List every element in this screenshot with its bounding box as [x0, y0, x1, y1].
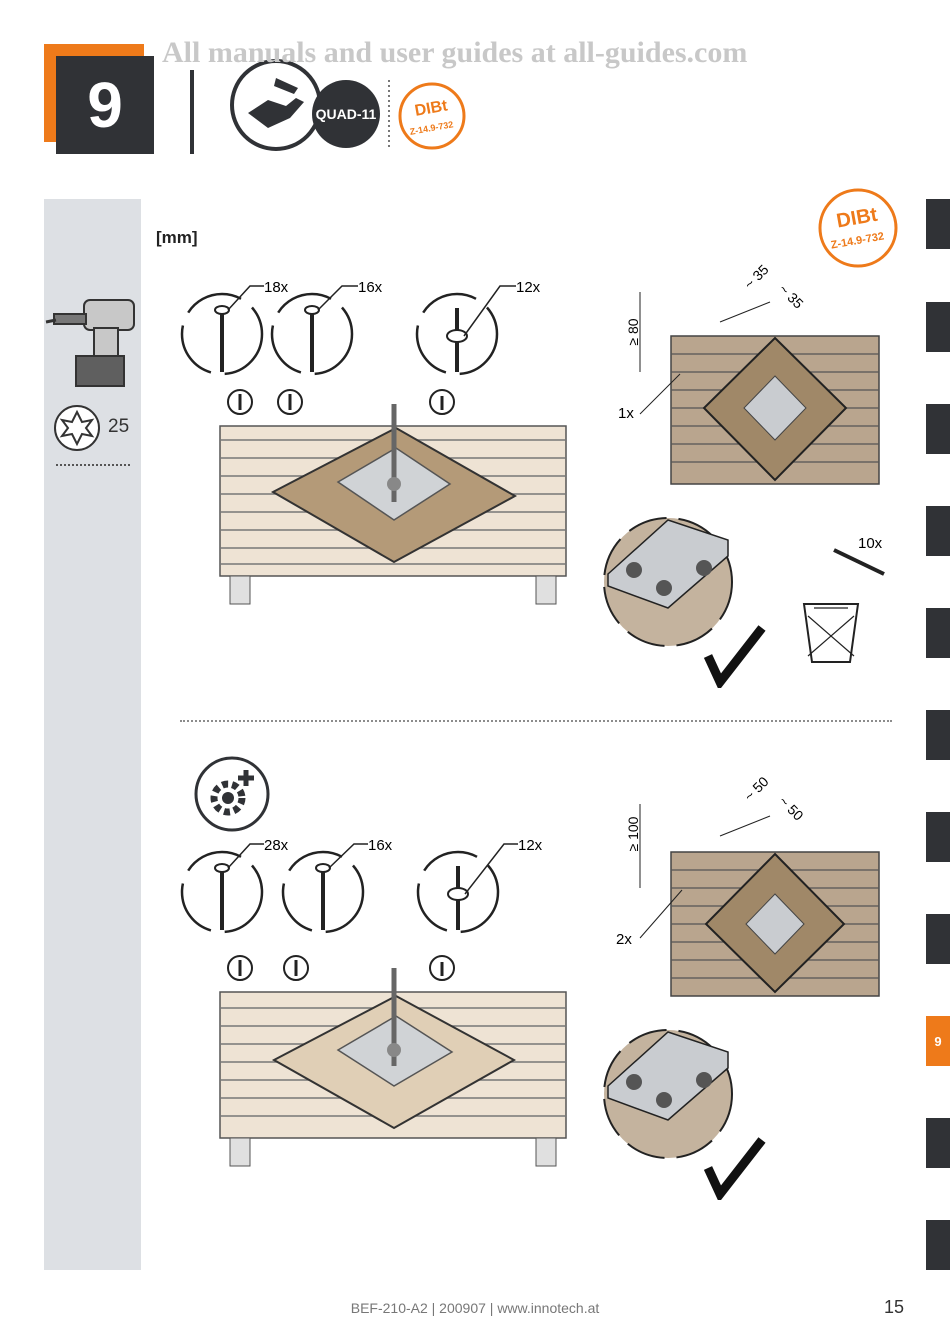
- plan-diag-b: ~ 35: [776, 281, 807, 312]
- step-number: 9: [56, 56, 154, 154]
- discard-screw-icon: [833, 548, 885, 576]
- checkmark-icon: [703, 625, 766, 688]
- side-tab[interactable]: [926, 302, 950, 352]
- header-icons: QUAD-11 DIBt Z-14.9-732: [230, 59, 466, 151]
- side-tab[interactable]: [926, 506, 950, 556]
- screw-count: 16x: [368, 837, 393, 854]
- header-divider: [190, 70, 194, 154]
- side-tab[interactable]: [926, 914, 950, 964]
- torx-size: 25: [108, 416, 130, 437]
- screw-circle-1: 18x: [180, 279, 289, 376]
- side-tab[interactable]: [926, 199, 950, 249]
- screw-circle-2: 16x: [281, 837, 393, 934]
- watermark: All manuals and user guides at all-guide…: [162, 36, 748, 69]
- screw-count: 18x: [264, 279, 289, 296]
- plan-diag-a: ~ 35: [741, 262, 772, 292]
- side-tab[interactable]: [926, 1220, 950, 1270]
- checkmark-icon: [703, 1137, 766, 1200]
- plan-diag-a: ~ 50: [741, 776, 772, 804]
- dibt-badge-large: DIBt Z-14.9-732: [818, 188, 898, 268]
- wastebasket-icon: [802, 603, 860, 663]
- quad-badge: QUAD-11: [312, 80, 380, 148]
- plan-spacing: ≥ 80: [625, 318, 641, 345]
- torx-bit-icon: [54, 405, 100, 451]
- units-label: [mm]: [156, 228, 198, 247]
- quad-badge-text: QUAD-11: [316, 106, 377, 122]
- plan-count: 1x: [618, 405, 634, 422]
- section1-assembly: 18x 16x 12x: [180, 279, 567, 605]
- svg-text:DIBt: DIBt: [414, 97, 450, 120]
- page-number: 15: [884, 1297, 905, 1317]
- plan-spacing: ≥ 100: [625, 816, 641, 851]
- section2-detail: [603, 1029, 766, 1200]
- screw-count: 28x: [264, 837, 289, 854]
- side-tab[interactable]: [926, 710, 950, 760]
- section-separator: [180, 720, 892, 722]
- cordless-drill-icon: [45, 299, 135, 387]
- side-tab[interactable]: [926, 1118, 950, 1168]
- footer-doc-info: BEF-210-A2 | 200907 | www.innotech.at: [350, 1300, 600, 1316]
- section1-detail: 10x: [603, 517, 885, 688]
- side-tab[interactable]: [926, 812, 950, 862]
- section2-assembly: 28x 16x 12x: [180, 837, 567, 1167]
- dibt-badge-small: DIBt Z-14.9-732: [398, 82, 466, 150]
- screw-circle-3: 12x: [415, 279, 541, 376]
- side-tab[interactable]: [926, 608, 950, 658]
- screw-count: 16x: [358, 279, 383, 296]
- screw-count: 12x: [516, 279, 541, 296]
- screw-circle-1: 28x: [180, 837, 289, 934]
- screw-count: 12x: [518, 837, 543, 854]
- screw-circle-2: 16x: [270, 279, 383, 376]
- section1-plan-view: ≥ 80 ~ 35 ~ 35 1x: [618, 262, 880, 485]
- plan-count: 2x: [616, 931, 632, 948]
- side-tab[interactable]: [926, 404, 950, 454]
- sidebar-separator: [56, 464, 130, 466]
- gear-plus-icon: [194, 756, 270, 832]
- plan-diag-b: ~ 50: [776, 793, 807, 824]
- handshake-wrench-icon: [230, 59, 322, 151]
- section2-plan-view: ≥ 100 ~ 50 ~ 50 2x: [616, 776, 880, 997]
- discard-count: 10x: [858, 535, 883, 552]
- screw-circle-3: 12x: [416, 837, 543, 934]
- side-tab-active[interactable]: 9: [926, 1016, 950, 1066]
